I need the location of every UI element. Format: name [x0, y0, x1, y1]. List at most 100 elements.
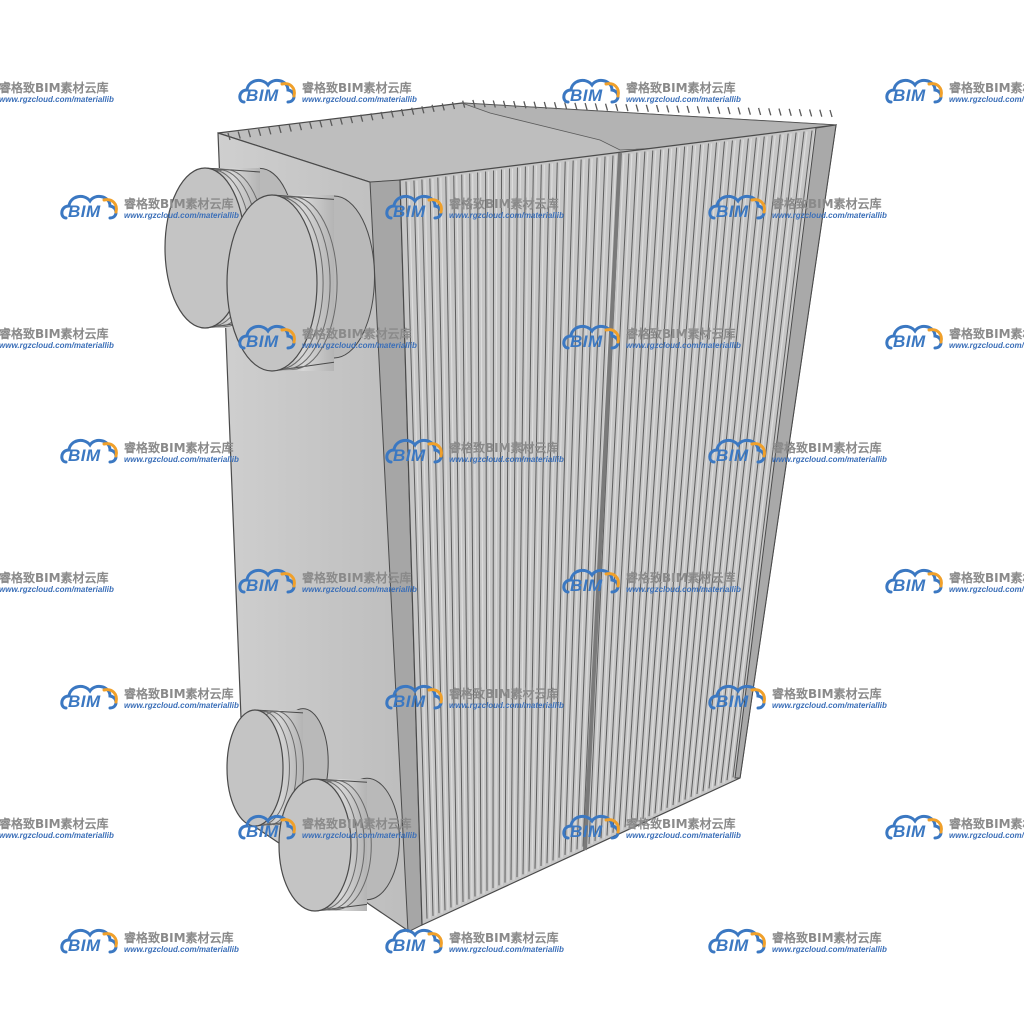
- plate-rib-highlight: [621, 149, 665, 831]
- plate-rib: [413, 180, 434, 916]
- comb-tooth: [706, 106, 711, 114]
- comb-tooth: [819, 109, 823, 117]
- comb-tooth: [278, 125, 282, 134]
- plate-rib-highlight: [597, 153, 633, 842]
- comb-tooth: [747, 107, 751, 115]
- comb-tooth: [533, 101, 537, 109]
- plate-rib-highlight: [639, 146, 689, 822]
- plate-rib-highlight: [464, 174, 473, 900]
- comb-tooth: [727, 106, 731, 115]
- plate-rib: [600, 152, 638, 839]
- comb-tooth: [400, 108, 405, 117]
- plate-rib-highlight: [408, 181, 431, 919]
- comb-tooth: [625, 104, 629, 112]
- plate-rib: [552, 160, 574, 861]
- comb-tooth: [227, 132, 231, 141]
- comb-tooth: [482, 100, 486, 108]
- comb-tooth: [268, 127, 272, 135]
- plate-rib-highlight: [537, 163, 553, 869]
- comb-tooth: [298, 122, 303, 131]
- plate-rib: [696, 136, 765, 795]
- comb-tooth: [339, 117, 343, 125]
- plate-rib: [453, 175, 464, 903]
- plate-rib-highlight: [543, 162, 561, 867]
- plate-rib-highlight: [651, 144, 705, 817]
- comb-tooth: [788, 108, 792, 117]
- plate-rib-highlight: [487, 171, 491, 891]
- plate-rib: [690, 137, 757, 797]
- comb-tooth: [768, 108, 772, 116]
- plate-rib: [660, 142, 717, 811]
- comb-tooth: [329, 118, 333, 127]
- top-comb-teeth: [227, 99, 833, 141]
- plate-rib-highlight: [663, 142, 721, 811]
- comb-tooth: [390, 110, 394, 118]
- comb-tooth: [798, 108, 803, 117]
- plate-rib: [648, 144, 702, 817]
- plate-rib-highlight: [448, 176, 461, 905]
- plate-rib-highlight: [440, 177, 455, 908]
- plate-rib-highlight: [495, 170, 498, 889]
- plate-rib: [666, 141, 725, 808]
- plate-rib-highlight: [531, 164, 545, 872]
- plate-rib: [618, 149, 662, 831]
- comb-tooth: [645, 104, 649, 112]
- plate-rib-highlight: [549, 161, 569, 864]
- comb-tooth: [492, 100, 496, 108]
- plate-rib: [594, 153, 630, 842]
- plate-rib-highlight: [579, 156, 609, 850]
- plate-rib: [421, 179, 440, 914]
- plate-rib-highlight: [501, 169, 506, 886]
- comb-tooth: [553, 102, 558, 110]
- plate-rib-highlight: [633, 147, 681, 825]
- plate-rib-highlight: [603, 152, 641, 839]
- plate-rib: [582, 155, 614, 847]
- plate-rib-highlight: [669, 141, 729, 808]
- plate-rib-highlight: [513, 167, 522, 880]
- plate-rib: [498, 169, 503, 886]
- plate-rib: [564, 158, 590, 855]
- plate-rib-highlight: [456, 175, 467, 903]
- plate-rib-highlight: [561, 159, 585, 858]
- plate-rib: [612, 150, 654, 833]
- plate-rib-highlight: [555, 160, 577, 861]
- comb-tooth: [502, 100, 507, 108]
- plate-rib-highlight: [693, 137, 760, 797]
- plate-rib: [606, 151, 646, 836]
- plate-rib-highlight: [567, 158, 593, 855]
- plate-rib-highlight: [519, 166, 530, 878]
- comb-tooth: [717, 106, 721, 115]
- plate-rib: [516, 166, 526, 878]
- plate-rib: [546, 161, 566, 864]
- plate-rib: [469, 173, 476, 897]
- plate-rib-highlight: [627, 148, 673, 828]
- plate-rib-highlight: [480, 172, 485, 894]
- comb-tooth: [543, 101, 547, 110]
- plate-rib: [624, 148, 670, 828]
- comb-tooth: [370, 113, 374, 121]
- plate-rib: [528, 164, 542, 872]
- plate-rib-highlight: [424, 179, 443, 914]
- plate-rib: [485, 171, 488, 891]
- comb-tooth: [462, 100, 466, 108]
- plate-rib: [636, 146, 686, 822]
- comb-tooth: [666, 105, 670, 113]
- plate-ribs: [405, 130, 816, 919]
- plate-rib: [504, 168, 510, 883]
- comb-tooth: [655, 104, 660, 113]
- comb-tooth: [360, 114, 364, 122]
- comb-tooth: [584, 102, 588, 111]
- comb-tooth: [604, 103, 609, 111]
- plate-rib: [540, 162, 558, 867]
- right-side-edge: [734, 124, 837, 779]
- comb-tooth: [686, 105, 690, 114]
- comb-tooth: [829, 109, 833, 118]
- plate-rib: [534, 163, 550, 869]
- plate-rib: [477, 172, 482, 894]
- pack-divider: [583, 152, 622, 851]
- plate-rib-highlight: [573, 157, 601, 853]
- comb-tooth: [319, 120, 323, 128]
- comb-tooth: [247, 130, 252, 138]
- plate-rib-highlight: [432, 178, 449, 911]
